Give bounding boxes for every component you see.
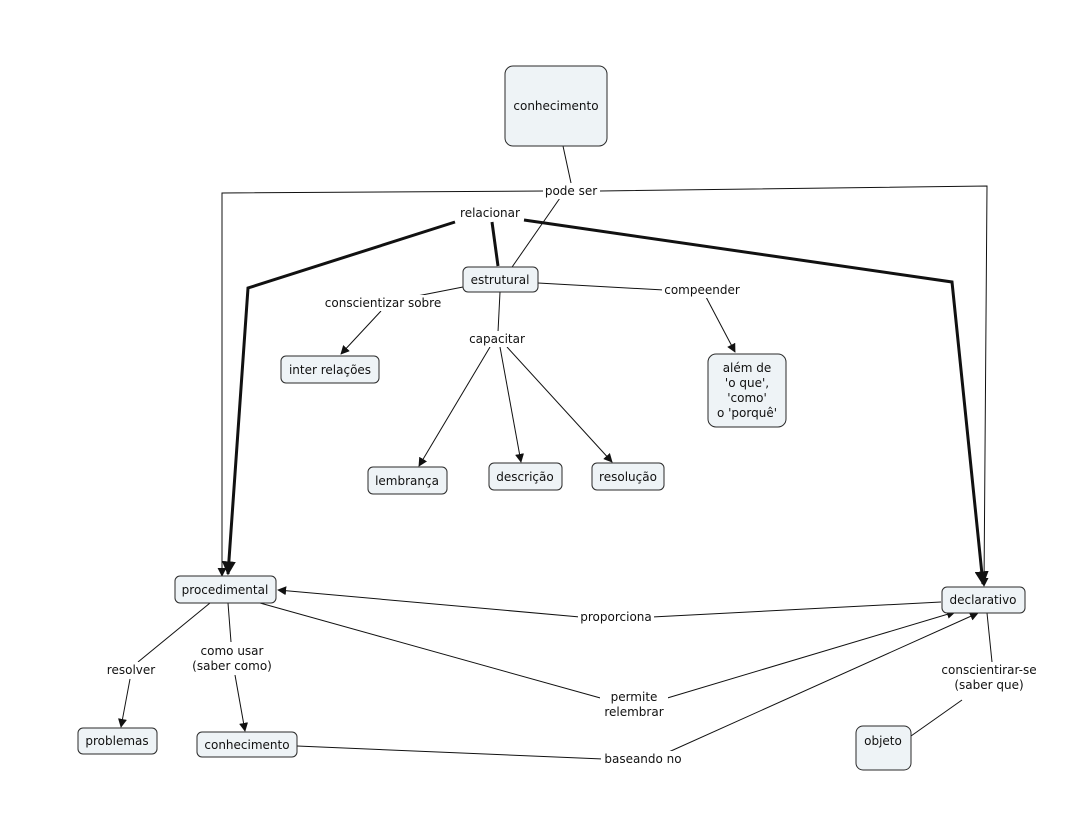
node-procedimental[interactable]: procedimental	[174, 575, 277, 604]
node-conhecimento-top[interactable]: conhecimento	[504, 65, 608, 147]
label-resolver: resolver	[107, 663, 155, 677]
node-estrutural[interactable]: estrutural	[462, 266, 539, 293]
edge-procedimental-permite	[259, 602, 605, 700]
edge-conscientizar-inter	[340, 310, 382, 355]
label-como-usar: como usar	[201, 644, 264, 658]
svg-text:conhecimento: conhecimento	[513, 99, 598, 113]
label-relembrar: relembrar	[604, 705, 663, 719]
label-conscientizar-sobre: conscientizar sobre	[325, 296, 441, 310]
edge-declarativo-conscientirar	[986, 612, 993, 663]
svg-text:procedimental: procedimental	[182, 583, 269, 597]
edge-compeender-alem	[705, 296, 736, 353]
edge-comousar-conhecimento	[234, 674, 249, 732]
edge-procedimental-resolver	[137, 602, 211, 663]
node-declarativo[interactable]: declarativo	[941, 586, 1026, 614]
label-conscientirar-se: conscientirar-se	[941, 663, 1036, 677]
node-alem-de[interactable]: além de 'o que', 'como' o 'porquê'	[707, 353, 787, 428]
edge-podeser-declarativo	[599, 185, 989, 587]
node-descricao[interactable]: descrição	[488, 462, 563, 491]
edge-relacionar-procedimental	[221, 220, 456, 576]
node-objeto[interactable]: objeto	[855, 725, 912, 771]
edge-permite-declarativo	[663, 610, 956, 700]
svg-text:além de: além de	[723, 361, 772, 375]
label-saber-como: (saber como)	[192, 659, 272, 673]
svg-text:estrutural: estrutural	[471, 273, 530, 287]
edge-estrutural-relacionar	[490, 221, 500, 267]
label-compeender: compeender	[664, 283, 740, 297]
edge-podeser-estrutural	[509, 197, 561, 271]
edge-capacitar-resolucao	[506, 346, 613, 463]
edge-declarativo-proporciona	[651, 601, 942, 618]
svg-text:o 'porquê': o 'porquê'	[717, 406, 777, 420]
edge-conscientirar-objeto	[910, 699, 963, 737]
label-pode-ser: pode ser	[545, 184, 597, 198]
edge-capacitar-lembranca	[418, 346, 491, 467]
label-saber-que: (saber que)	[954, 678, 1023, 692]
edge-procedimental-comousar	[227, 602, 232, 643]
edge-conhecimento-podeser	[562, 145, 572, 184]
label-proporciona: proporciona	[580, 610, 652, 624]
svg-text:declarativo: declarativo	[949, 593, 1016, 607]
nodes: conhecimento estrutural inter relações a…	[77, 65, 1026, 771]
node-inter-relacoes[interactable]: inter relações	[280, 355, 380, 384]
edge-conhecimento-baseando	[296, 745, 604, 760]
node-lembranca[interactable]: lembrança	[367, 466, 448, 495]
svg-text:resolução: resolução	[599, 470, 657, 484]
edge-resolver-problemas	[118, 678, 131, 728]
svg-text:problemas: problemas	[85, 734, 148, 748]
svg-text:'como': 'como'	[727, 391, 767, 405]
svg-text:conhecimento: conhecimento	[204, 738, 289, 752]
thick-edges	[221, 218, 989, 586]
node-problemas[interactable]: problemas	[77, 727, 158, 755]
node-resolucao[interactable]: resolução	[591, 462, 665, 491]
edge-proporciona-procedimental	[277, 586, 581, 618]
svg-text:descrição: descrição	[496, 470, 553, 484]
edge-relacionar-declarativo	[523, 218, 989, 586]
edge-baseando-declarativo	[661, 612, 979, 756]
svg-text:lembrança: lembrança	[375, 474, 439, 488]
label-permite: permite	[611, 690, 658, 704]
svg-text:objeto: objeto	[864, 734, 902, 748]
label-relacionar: relacionar	[460, 206, 520, 220]
edge-podeser-procedimental	[217, 190, 546, 577]
edge-estrutural-capacitar	[497, 291, 501, 333]
link-labels: pode ser relacionar conscientizar sobre …	[104, 183, 1037, 767]
edge-estrutural-compeender	[537, 282, 665, 291]
label-baseando-no: baseando no	[604, 752, 681, 766]
node-conhecimento-bottom[interactable]: conhecimento	[196, 731, 298, 758]
svg-text:inter relações: inter relações	[289, 363, 371, 377]
svg-text:'o que',: 'o que',	[725, 376, 769, 390]
label-capacitar: capacitar	[469, 332, 525, 346]
edges	[118, 145, 993, 760]
edge-capacitar-descricao	[499, 346, 524, 463]
